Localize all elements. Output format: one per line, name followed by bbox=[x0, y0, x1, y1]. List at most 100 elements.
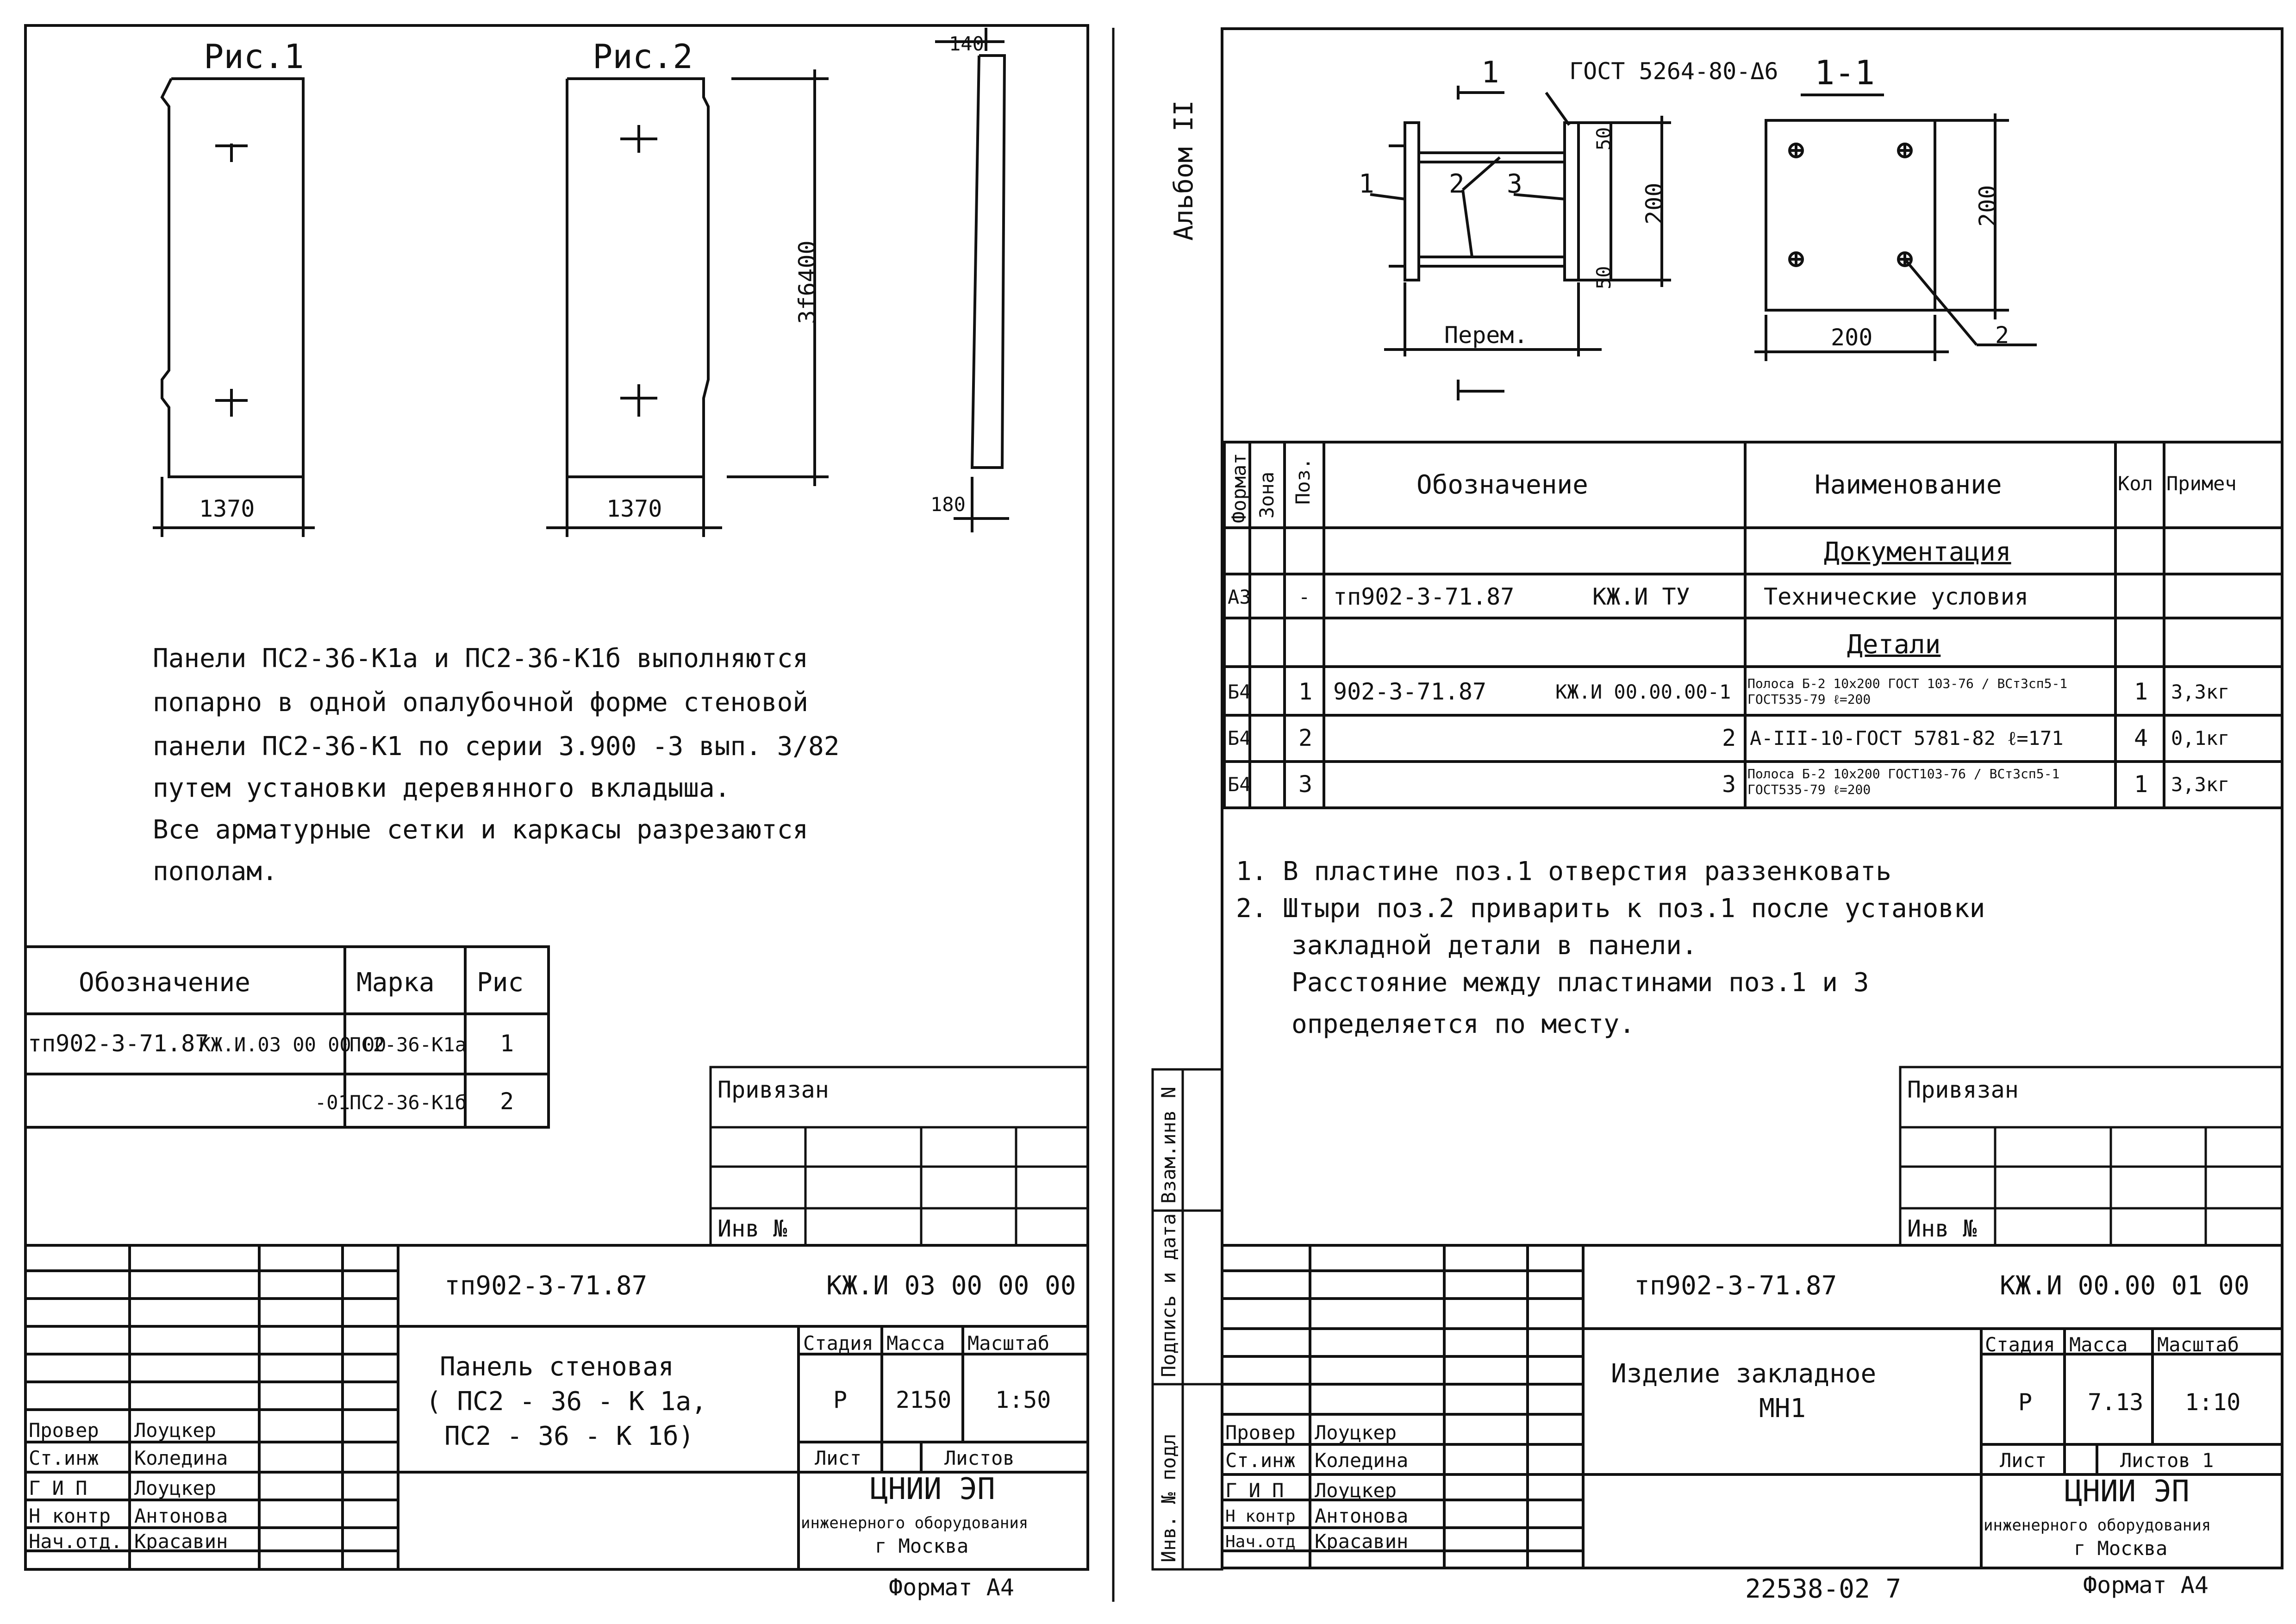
left-privyazan: Привязан bbox=[718, 1076, 829, 1103]
right-scale: 1:10 bbox=[2185, 1389, 2241, 1416]
mark-row-fig: 1 bbox=[500, 1030, 514, 1057]
plate-section-view bbox=[1754, 113, 2037, 361]
right-org-line: инженерного оборудования bbox=[1984, 1516, 2211, 1535]
right-doc-ref: КЖ.И 00.00 01 00 bbox=[2000, 1271, 2250, 1301]
right-side-strip-lines bbox=[1151, 1068, 1223, 1571]
left-role: Н контр bbox=[29, 1505, 111, 1527]
note-line: Панели ПС2-36-К1а и ПС2-36-К1б выполняют… bbox=[153, 643, 809, 674]
spec-row-ref: КЖ.И ТУ bbox=[1592, 583, 1690, 610]
spec-row-qty: 4 bbox=[2134, 725, 2148, 751]
spec-header-code: Обозначение bbox=[1416, 470, 1588, 500]
spec-header-name: Наименование bbox=[1815, 470, 2002, 500]
right-privyazan: Привязан bbox=[1907, 1076, 2019, 1103]
spec-row-qty: 1 bbox=[2134, 771, 2148, 798]
fig2-label: Рис.2 bbox=[593, 37, 693, 76]
left-role: Г И П bbox=[29, 1477, 87, 1499]
left-org-line: г Москва bbox=[875, 1535, 969, 1557]
note-line: путем установки деревянного вкладыша. bbox=[153, 773, 730, 803]
left-sheet-frame bbox=[24, 24, 1089, 1571]
right-person: Красавин bbox=[1315, 1530, 1409, 1553]
mark-row-fig: 2 bbox=[500, 1088, 514, 1115]
left-person: Лоуцкер bbox=[134, 1477, 217, 1499]
spec-header-zone: Зона bbox=[1255, 471, 1278, 518]
spec-section-doc: Документация bbox=[1824, 537, 2011, 567]
left-title-line: Панель стеновая bbox=[440, 1352, 674, 1382]
spec-row-name: Технические условия bbox=[1764, 583, 2028, 610]
mark-table-header-fig: Рис bbox=[477, 968, 524, 998]
dim-200-side: 200 bbox=[1641, 182, 1668, 225]
embedded-part-drawing bbox=[1370, 86, 1884, 400]
right-role: Ст.инж bbox=[1225, 1449, 1296, 1472]
right-role: Нач.отд bbox=[1225, 1532, 1296, 1551]
spec-header-pos: Поз. bbox=[1292, 457, 1314, 505]
right-person: Лоуцкер bbox=[1315, 1421, 1397, 1444]
left-title-block-lines bbox=[25, 1244, 1088, 1569]
side-stamp-label: Подпись и дата bbox=[1157, 1213, 1180, 1377]
panel-fig1 bbox=[153, 77, 315, 537]
right-person: Лоуцкер bbox=[1315, 1479, 1397, 1502]
right-note-line: закладной детали в панели. bbox=[1292, 931, 1697, 961]
right-format: Формат А4 bbox=[2083, 1572, 2209, 1599]
spec-row-code: 902-3-71.87 bbox=[1333, 678, 1487, 705]
right-inv: Инв № bbox=[1907, 1215, 1977, 1242]
mark-row-ref: -01 bbox=[315, 1091, 350, 1114]
part-label: 1 bbox=[1359, 169, 1374, 199]
spec-row-pos: 2 bbox=[1298, 725, 1313, 751]
right-role: Г И П bbox=[1225, 1479, 1284, 1502]
mark-table-header-code: Обозначение bbox=[79, 968, 250, 998]
gost-label: ГОСТ 5264-80-Δ6 bbox=[1569, 58, 1778, 85]
right-org-line: ЦНИИ ЭП bbox=[2065, 1474, 2190, 1509]
left-stage-header: Стадия bbox=[803, 1332, 873, 1355]
part-label: 2 bbox=[1449, 169, 1465, 199]
left-sheets: Листов bbox=[944, 1447, 1015, 1469]
right-note-line: 1. В пластине поз.1 отверстия раззенкова… bbox=[1236, 856, 1892, 887]
dim-height: 3f6400 bbox=[794, 240, 821, 324]
right-note-line: определяется по месту. bbox=[1292, 1009, 1635, 1039]
right-stage-header: Стадия bbox=[1985, 1333, 2055, 1356]
left-role: Провер bbox=[29, 1419, 99, 1442]
dim-perem: Перем. bbox=[1444, 322, 1528, 349]
dim-width-fig1: 1370 bbox=[199, 495, 255, 522]
part-label: 3 bbox=[1507, 169, 1522, 199]
right-sheets: Листов 1 bbox=[2120, 1449, 2214, 1472]
spec-row-format: Б4 bbox=[1228, 681, 1251, 703]
right-person: Коледина bbox=[1315, 1449, 1409, 1472]
mark-row-mark: ПС2-36-К1б bbox=[349, 1091, 467, 1114]
right-mass: 7.13 bbox=[2088, 1389, 2144, 1416]
fig1-label: Рис.1 bbox=[204, 37, 304, 76]
spec-row-pos: 1 bbox=[1298, 678, 1313, 705]
spec-section-parts: Детали bbox=[1847, 630, 1941, 660]
spec-row-pos: 3 bbox=[1298, 771, 1313, 798]
spec-row-qty: 1 bbox=[2134, 678, 2148, 705]
right-scale-header: Масштаб bbox=[2157, 1333, 2240, 1356]
spec-header-qty: Кол bbox=[2118, 472, 2153, 495]
right-title-line: Изделие закладное bbox=[1611, 1359, 1877, 1389]
left-stage: Р bbox=[833, 1387, 848, 1413]
right-org-line: г Москва bbox=[2074, 1537, 2168, 1560]
note-line: попарно в одной опалубочной форме стенов… bbox=[153, 687, 809, 718]
spec-table-lines bbox=[1223, 441, 2284, 809]
dim-top: 140 bbox=[949, 32, 984, 55]
mark-table-header-mark: Марка bbox=[356, 968, 435, 998]
spec-row-name: Полоса Б-2 10х200 ГОСТ103-76 / ВСт3сп5-1… bbox=[1747, 766, 2060, 797]
note-line: Все арматурные сетки и каркасы разрезают… bbox=[153, 815, 809, 845]
section-label: 1-1 bbox=[1815, 53, 1875, 92]
left-doc-ref: КЖ.И 03 00 00 00 bbox=[826, 1271, 1076, 1301]
spec-row-format: Б4 bbox=[1228, 773, 1251, 796]
right-role: Провер bbox=[1225, 1421, 1296, 1444]
left-person: Коледина bbox=[134, 1447, 228, 1469]
spec-row-format: А3 bbox=[1228, 586, 1251, 608]
album-label: Альбом II bbox=[1169, 100, 1199, 241]
left-mass-header: Масса bbox=[886, 1332, 945, 1355]
left-org-line: инженерного оборудования bbox=[801, 1514, 1029, 1532]
spec-row-pos: - bbox=[1298, 586, 1310, 608]
right-title-line: МН1 bbox=[1759, 1393, 1806, 1424]
dim-200-plate-h: 200 bbox=[1974, 185, 2001, 227]
note-line: пополам. bbox=[153, 856, 278, 887]
panel-side-view bbox=[935, 28, 1009, 532]
left-scale: 1:50 bbox=[995, 1387, 1051, 1413]
left-title-line: ( ПС2 - 36 - К 1а, bbox=[426, 1387, 707, 1417]
spec-row-code: тп902-3-71.87 bbox=[1333, 583, 1515, 610]
left-scale-header: Масштаб bbox=[967, 1332, 1050, 1355]
